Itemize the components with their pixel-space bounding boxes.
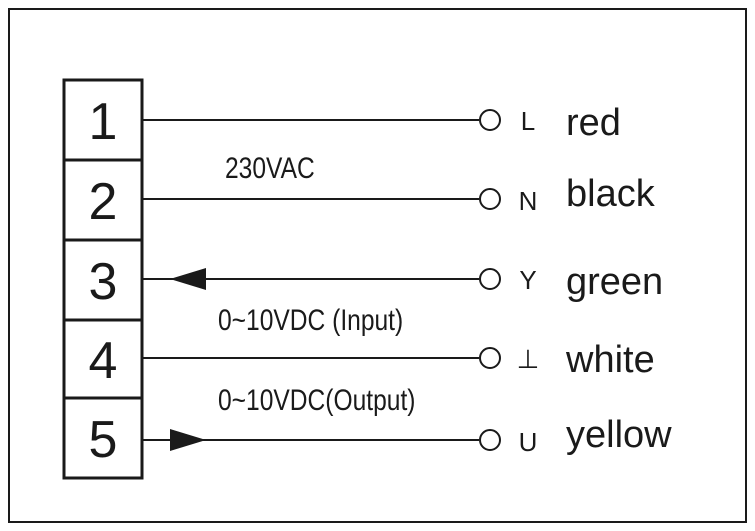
wire-color-3: green bbox=[566, 261, 663, 303]
pin-label-3: Y bbox=[519, 265, 536, 295]
terminal-number-5: 5 bbox=[89, 411, 118, 469]
terminal-block: 1 2 3 4 5 bbox=[62, 78, 144, 480]
wire-color-1: red bbox=[566, 102, 621, 144]
connector-circle-N bbox=[479, 188, 501, 210]
terminal-number-1: 1 bbox=[89, 93, 118, 151]
terminal-number-2: 2 bbox=[89, 173, 118, 231]
terminal-number-4: 4 bbox=[89, 332, 118, 390]
input-arrow-icon bbox=[170, 268, 206, 290]
diagram-frame bbox=[8, 8, 747, 523]
wire-color-5: yellow bbox=[566, 414, 672, 456]
wire-color-4: white bbox=[565, 339, 655, 381]
supply-voltage-label: 230VAC bbox=[225, 151, 315, 185]
pin-label-1: L bbox=[521, 106, 535, 136]
connector-circle-ground bbox=[479, 347, 501, 369]
terminal-number-3: 3 bbox=[89, 253, 118, 311]
connector-circle-Y bbox=[479, 268, 501, 290]
connector-circle-U bbox=[479, 429, 501, 451]
connector-circle-L bbox=[479, 109, 501, 131]
pin-label-5: U bbox=[519, 427, 538, 457]
ground-icon: ⊥ bbox=[517, 344, 540, 374]
wire-color-2: black bbox=[566, 173, 656, 215]
input-signal-label: 0~10VDC (Input) bbox=[218, 303, 403, 337]
output-signal-label: 0~10VDC(Output) bbox=[218, 383, 416, 417]
output-arrow-icon bbox=[170, 429, 206, 451]
pin-label-2: N bbox=[519, 186, 538, 216]
